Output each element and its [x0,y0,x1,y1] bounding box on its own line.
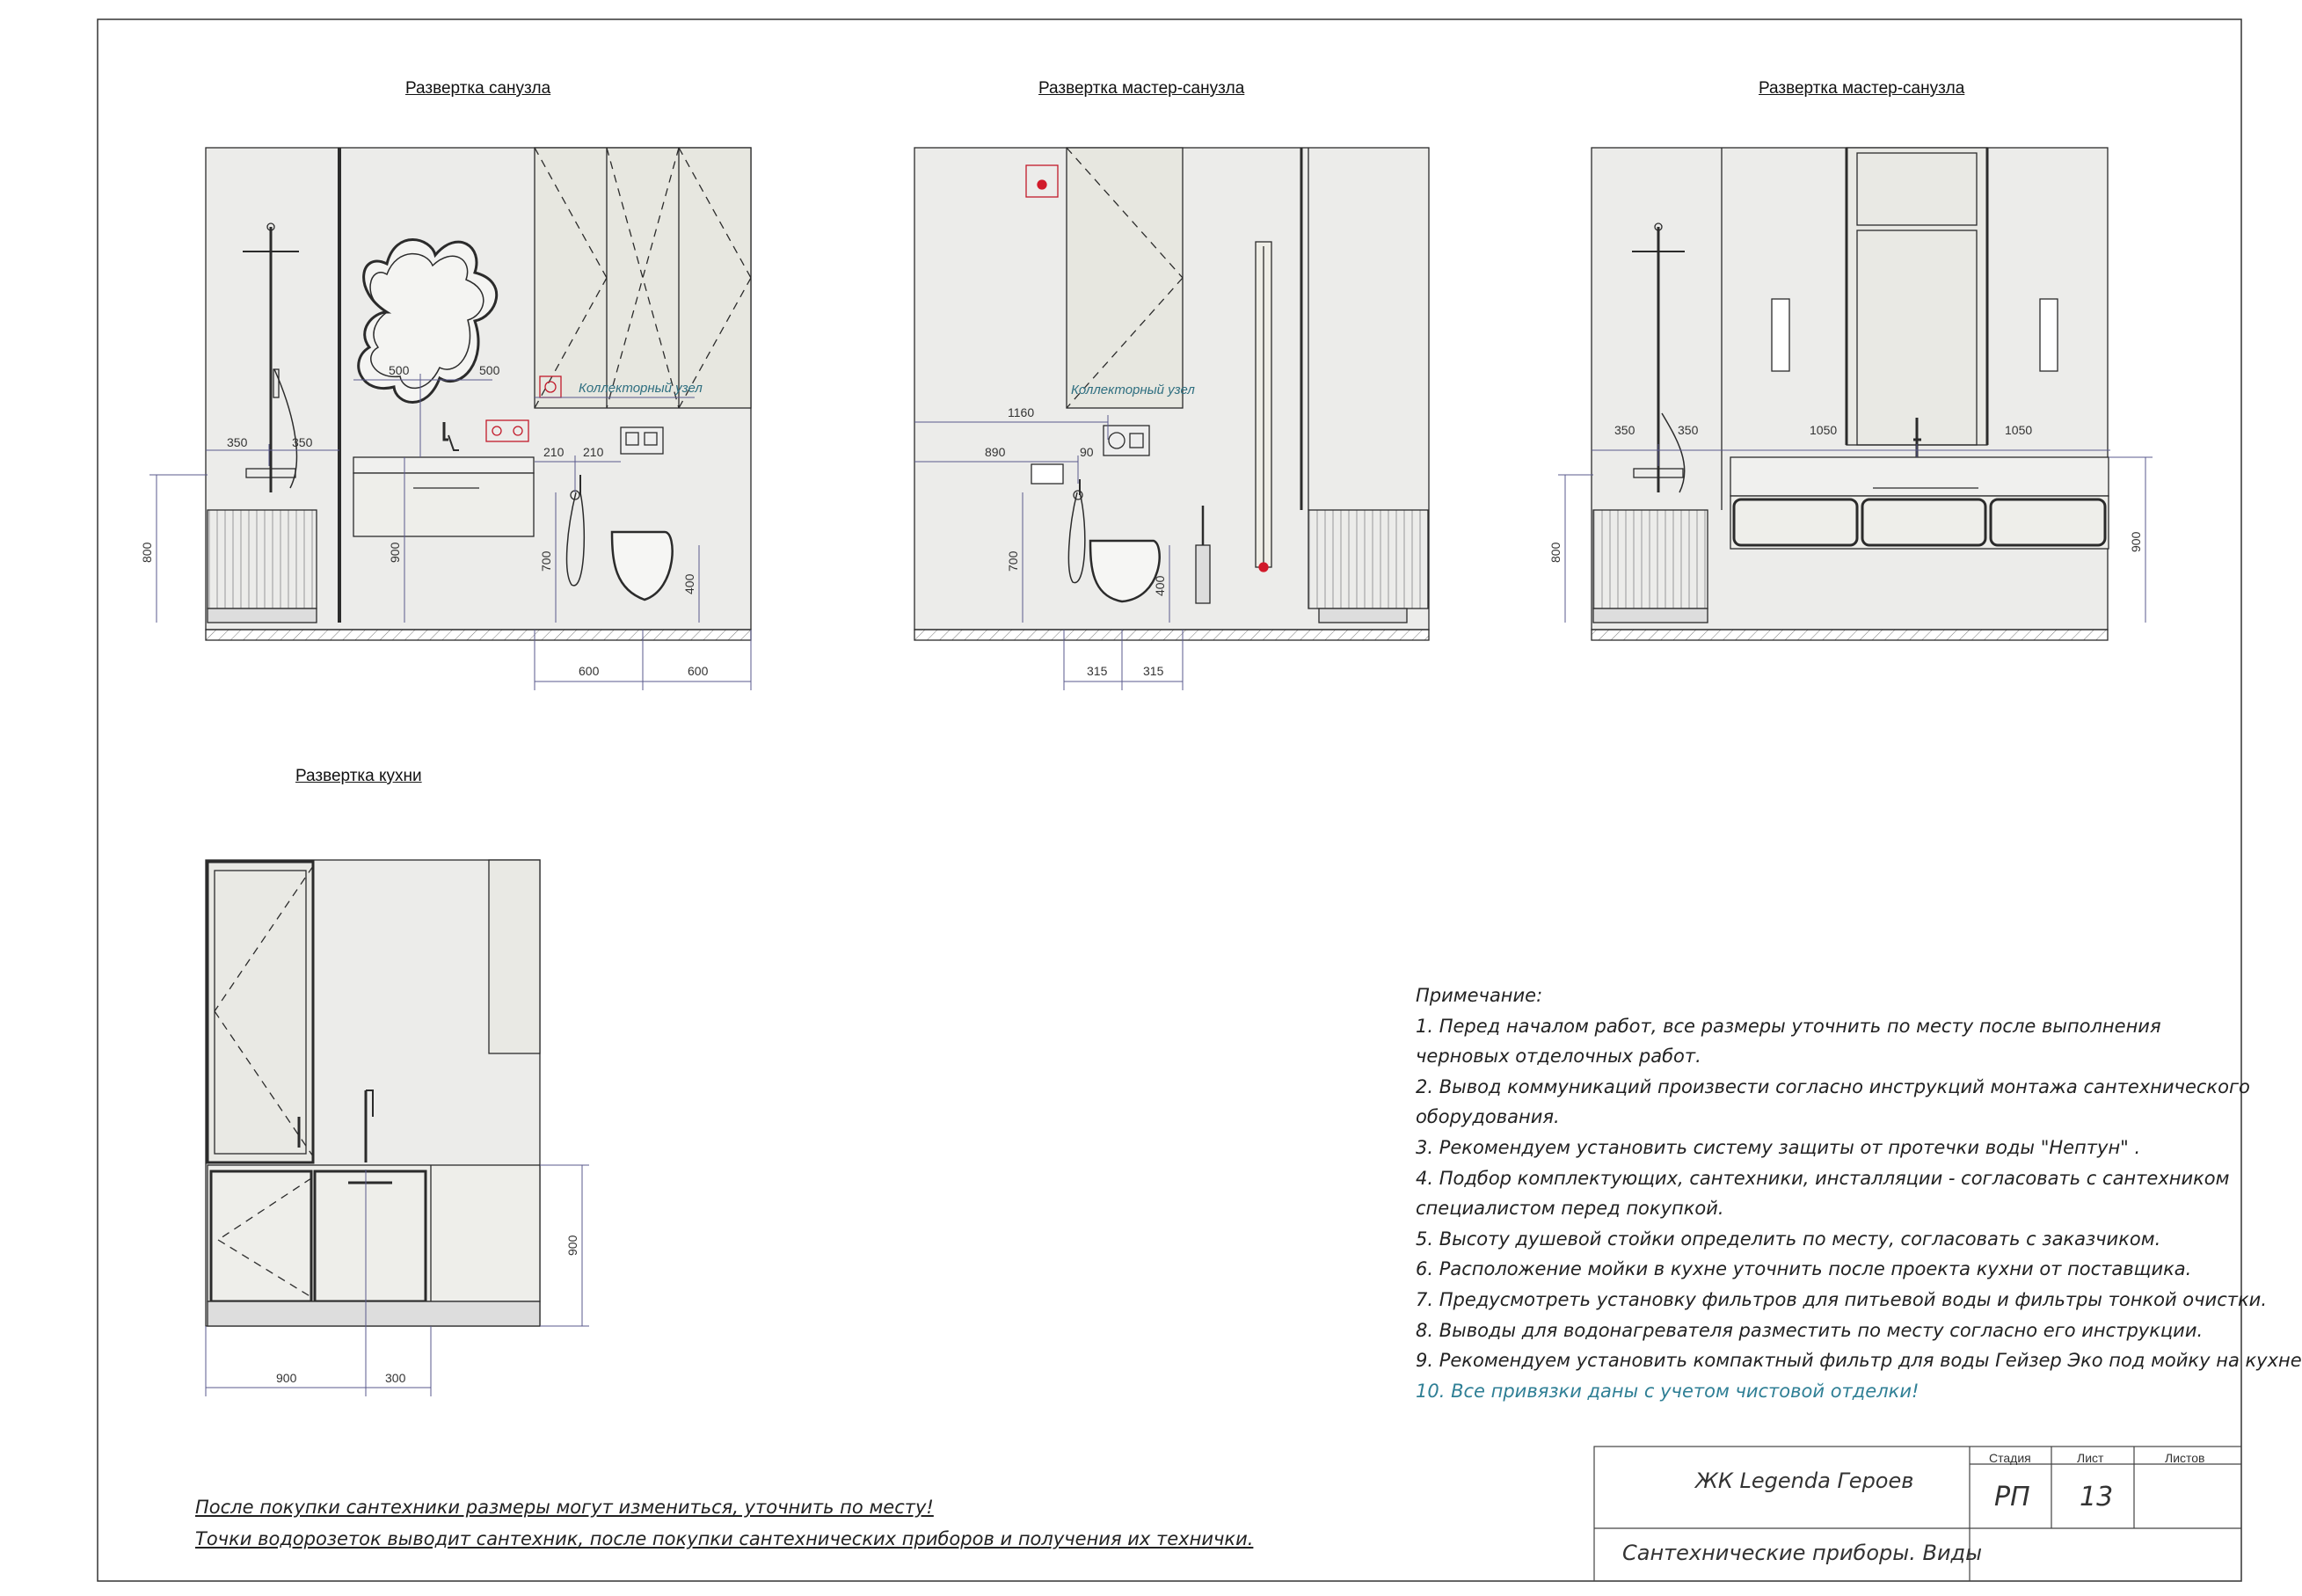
dim-text: 900 [388,542,402,563]
callouts: Коллекторный узел Коллекторный узел [579,381,1195,397]
sheet-title: Сантехнические приборы. Виды [1622,1541,1983,1565]
view-title-master-bathroom: Развертка мастер-санузла [1038,79,1245,98]
dimension-lines [149,374,2153,1396]
view-title-master-bathroom-2: Развертка мастер-санузла [1759,79,1965,98]
faucet [442,422,448,441]
tall-cabinet [206,860,315,1164]
hygienic-shower [565,492,586,587]
dim-text: 900 [2129,531,2143,552]
view-master-bathroom-1 [914,147,1430,641]
double-vanity-top [1730,456,2109,497]
sheet-label: Лист [2077,1451,2104,1465]
note-line: 1. Перед началом работ, все размеры уточ… [1416,1015,2161,1037]
toilet-brush [1195,544,1211,604]
dim-text: 500 [479,363,500,377]
note-line: 2. Вывод коммуникаций произвести согласн… [1416,1075,2250,1097]
collector-label: Коллекторный узел [579,381,703,396]
drawing-canvas: 350 350 500 500 210 210 800 900 700 400 … [97,18,2242,1582]
hygienic-plate [1031,463,1064,485]
vanity-top [353,456,535,474]
dim-text: 700 [1006,550,1020,572]
view-title-kitchen: Развертка кухни [295,767,422,785]
project-name: ЖК Legenda Героев [1695,1468,1914,1493]
dimension-values: 350 350 500 500 210 210 800 900 700 400 … [140,363,2143,1385]
dim-text: 315 [1143,664,1164,678]
bathtub-fluted [207,509,317,609]
dim-text: 315 [1087,664,1108,678]
note-line: 3. Рекомендуем установить систему защиты… [1416,1136,2141,1158]
dim-text: 900 [565,1235,579,1256]
socket-double [485,419,529,442]
flush-plate [620,426,664,455]
dim-text: 300 [385,1371,406,1385]
sheet-value: 13 [2080,1482,2114,1512]
footnote-1: После покупки сантехники размеры могут и… [195,1497,934,1518]
sheet-frame [97,18,2242,1582]
dim-text: 500 [389,363,410,377]
footnote-2: Точки водорозеток выводит сантехник, пос… [195,1528,1254,1549]
dim-text: 600 [579,664,600,678]
upper-cabinet [488,859,541,1054]
stage-label: Стадия [1989,1451,2031,1465]
note-line: 9. Рекомендуем установить компактный фил… [1416,1350,2302,1372]
wall-cabinet [534,147,752,409]
dim-text: 210 [543,445,565,459]
dim-text: 400 [1153,575,1167,596]
dim-text: 90 [1080,445,1094,459]
dim-text: 890 [985,445,1006,459]
base-cabinets [207,1164,541,1302]
note-line: 8. Выводы для водонагревателя разместить… [1416,1319,2204,1341]
dim-text: 1050 [2005,423,2032,437]
dim-text: 700 [539,550,553,572]
note-line: специалистом перед покупкой. [1416,1198,1724,1220]
wall-light-right [2039,298,2058,372]
note-highlight: 10. Все привязки даны с учетом чистовой … [1416,1380,1920,1402]
view-bathroom [205,147,752,641]
note-line: 4. Подбор комплектующих, сантехники, инс… [1416,1167,2230,1189]
note-line: 7. Предусмотреть установку фильтров для … [1416,1288,2267,1310]
notes-heading: Примечание: [1416,985,1543,1006]
wall-light-left [1771,298,1790,372]
view-title-bathroom: Развертка санузла [405,79,551,98]
dim-text: 350 [1614,423,1635,437]
wall-hung-toilet [610,530,674,601]
dim-text: 350 [227,435,248,449]
view-master-bathroom-2 [1591,147,2109,641]
title-block [1593,1446,2242,1582]
dim-text: 900 [276,1371,297,1385]
wall-hung-toilet-2 [1089,539,1161,603]
dim-text: 350 [1678,423,1699,437]
floor-hatch [205,629,752,641]
dim-text: 400 [682,573,696,594]
dim-text: 1160 [1008,405,1034,419]
collector-label: Коллекторный узел [1071,383,1195,397]
leak-sensor [1025,164,1059,198]
dim-text: 210 [583,445,604,459]
view-kitchen [205,859,541,1327]
dim-text: 350 [292,435,313,449]
shower-rack [243,222,299,492]
mirror-cabinet [1846,147,1988,446]
notes-block: Примечание: 1. Перед началом работ, все … [1416,980,2302,1406]
cabinet-door-marks [534,147,752,409]
dim-text: 800 [140,542,154,563]
vanity-cabinet [353,472,535,537]
note-line: черновых отделочных работ. [1416,1046,1701,1068]
note-line: 6. Расположение мойки в кухне уточнить п… [1416,1258,2192,1280]
stage-value: РП [1994,1482,2030,1512]
note-line: 5. Высоту душевой стойки определить по м… [1416,1228,2161,1250]
drawing-sheet: 350 350 500 500 210 210 800 900 700 400 … [97,18,2242,1582]
sheets-label: Листов [2165,1451,2205,1465]
dim-text: 1050 [1810,423,1837,437]
dim-text: 800 [1548,542,1563,563]
dim-text: 600 [688,664,709,678]
note-line: оборудования. [1416,1106,1560,1128]
collector-cabinet [1066,147,1184,409]
